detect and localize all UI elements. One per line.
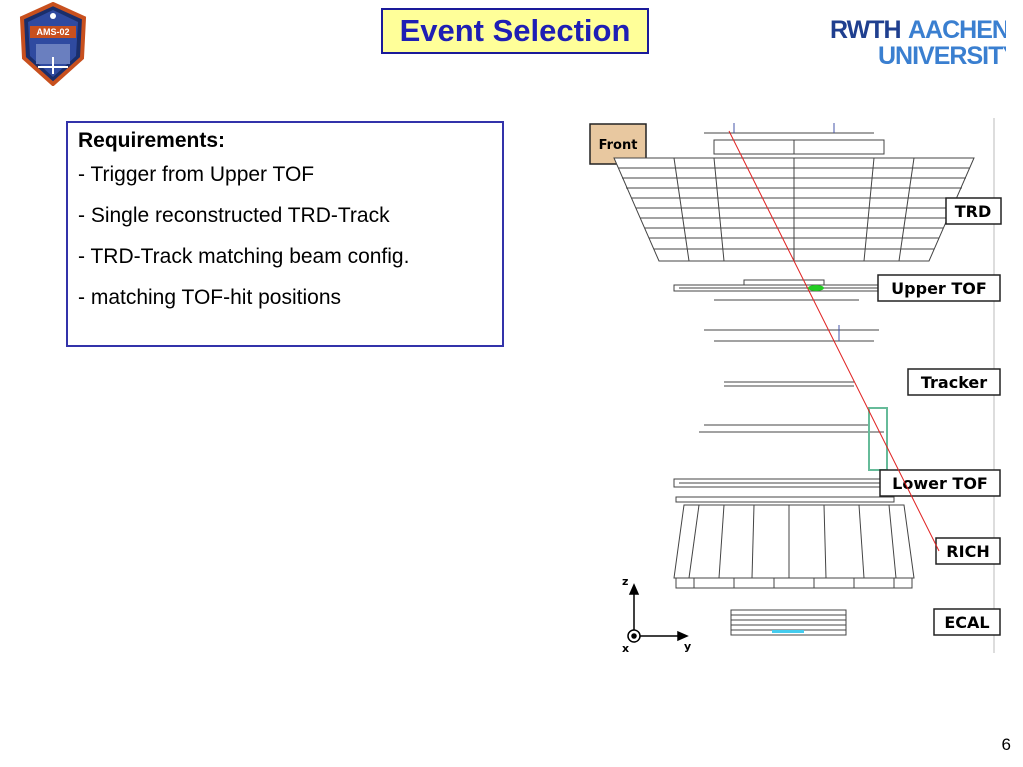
requirement-item: - Trigger from Upper TOF: [78, 163, 315, 186]
z-axis-label: z: [622, 575, 628, 588]
rich-structure: [673, 504, 915, 589]
requirement-item: - matching TOF-hit positions: [78, 286, 341, 309]
upper-tof-structure: [673, 279, 895, 301]
particle-track: [728, 130, 940, 552]
trd-structure: [613, 123, 975, 262]
ecal-label: ECAL: [944, 613, 989, 632]
rwth-logo-rwth: RWTH: [830, 16, 901, 44]
ecal-hit: [772, 630, 804, 633]
trd-label-box: TRD: [945, 197, 1002, 225]
upper-tof-label: Upper TOF: [891, 279, 987, 298]
requirement-item: - TRD-Track matching beam config.: [78, 245, 410, 268]
upper-tof-hit: [808, 285, 824, 291]
axes-indicator: [627, 583, 689, 643]
rwth-aachen-logo: RWTH AACHEN UNIVERSITY: [830, 16, 1006, 68]
detector-diagram: Front TRD Upper TOF: [589, 118, 1002, 655]
lower-tof-label: Lower TOF: [892, 474, 988, 493]
tracker-label: Tracker: [921, 373, 987, 392]
ams02-logo: AMS-02: [19, 2, 87, 86]
requirement-item: - Single reconstructed TRD-Track: [78, 204, 390, 227]
tracker-label-box: Tracker: [907, 368, 1001, 396]
ams02-logo-text: AMS-02: [36, 27, 69, 37]
page-title: Event Selection: [381, 8, 649, 54]
upper-tof-label-box: Upper TOF: [877, 274, 1001, 302]
tracker-structure: [699, 325, 884, 433]
requirements-box: Requirements: - Trigger from Upper TOF -…: [66, 121, 504, 347]
tracker-window: [868, 407, 888, 471]
requirements-title: Requirements:: [78, 129, 226, 152]
front-label-box: Front: [589, 123, 647, 165]
ecal-structure: [730, 609, 847, 636]
ecal-label-box: ECAL: [933, 608, 1001, 636]
rwth-logo-aachen: AACHEN: [908, 16, 1006, 44]
page-number: 6: [1001, 735, 1011, 754]
rich-label: RICH: [946, 542, 989, 561]
rich-label-box: RICH: [935, 537, 1001, 565]
lower-tof-structure: [673, 478, 895, 503]
rwth-logo-university: UNIVERSITY: [878, 42, 1006, 68]
front-label: Front: [599, 138, 638, 153]
x-axis-label: x: [622, 642, 629, 655]
trd-label: TRD: [955, 202, 992, 221]
y-axis-label: y: [684, 640, 691, 653]
lower-tof-label-box: Lower TOF: [879, 469, 1001, 497]
